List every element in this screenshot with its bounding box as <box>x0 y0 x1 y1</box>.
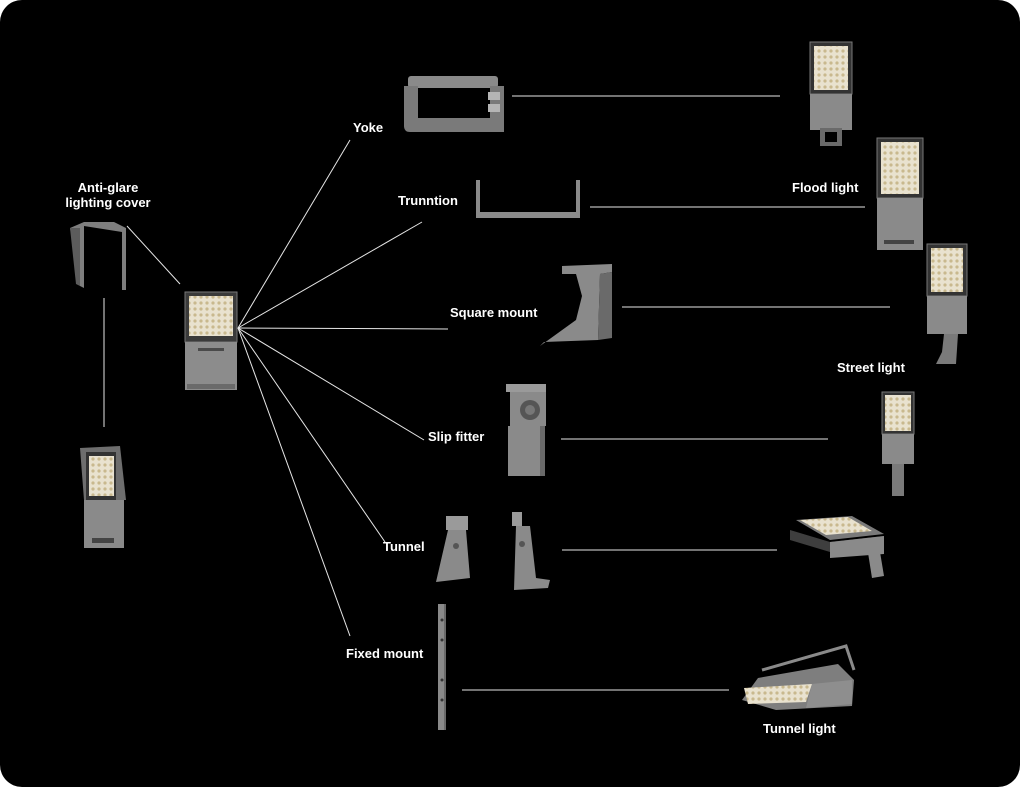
tunnel-light-bracket-icon <box>790 516 884 578</box>
label-anti-glare-line2: lighting cover <box>65 195 151 210</box>
connector-fan-slip-fitter <box>237 327 425 441</box>
covered-fixture-icon <box>80 446 126 548</box>
connector-cover-fixture <box>126 225 181 285</box>
flood-fixture-icon <box>184 291 238 390</box>
flood-light-trunnion-icon <box>876 137 924 250</box>
trunnion-bracket-icon <box>476 180 580 218</box>
connector-fan-square-mount <box>237 327 449 330</box>
label-square-mount: Square mount <box>450 305 538 320</box>
connector-fan-tunnel <box>237 327 386 543</box>
fixed-mount-icon <box>438 604 446 730</box>
label-tunnel: Tunnel <box>383 539 425 554</box>
connector-fan-yoke <box>237 139 351 329</box>
flood-light-yoke-icon <box>809 41 853 146</box>
label-yoke: Yoke <box>353 120 384 135</box>
tunnel-light-icon <box>742 644 856 710</box>
label-tunnel-light: Tunnel light <box>763 721 836 736</box>
connector-lines <box>103 95 890 691</box>
slip-fitter-icon <box>506 384 546 476</box>
label-trunntion: Trunntion <box>398 193 458 208</box>
anti-glare-cover-icon <box>70 222 126 290</box>
label-flood-light: Flood light <box>792 180 859 195</box>
slip-fitter-light-icon <box>881 391 915 496</box>
street-light-icon <box>926 243 968 364</box>
connector-fan-fixed-mount <box>237 327 351 637</box>
yoke-bracket-icon <box>404 76 504 132</box>
square-mount-icon <box>540 264 612 346</box>
label-fixed-mount: Fixed mount <box>346 646 424 661</box>
label-anti-glare-line1: Anti-glare <box>77 180 139 195</box>
label-slip-fitter: Slip fitter <box>428 429 485 444</box>
connector-fan-trunntion <box>237 221 423 329</box>
tunnel-bracket-icon <box>436 512 550 590</box>
label-street-light: Street light <box>837 360 905 375</box>
label-anti-glare-cover: Anti-glare lighting cover <box>44 180 172 210</box>
